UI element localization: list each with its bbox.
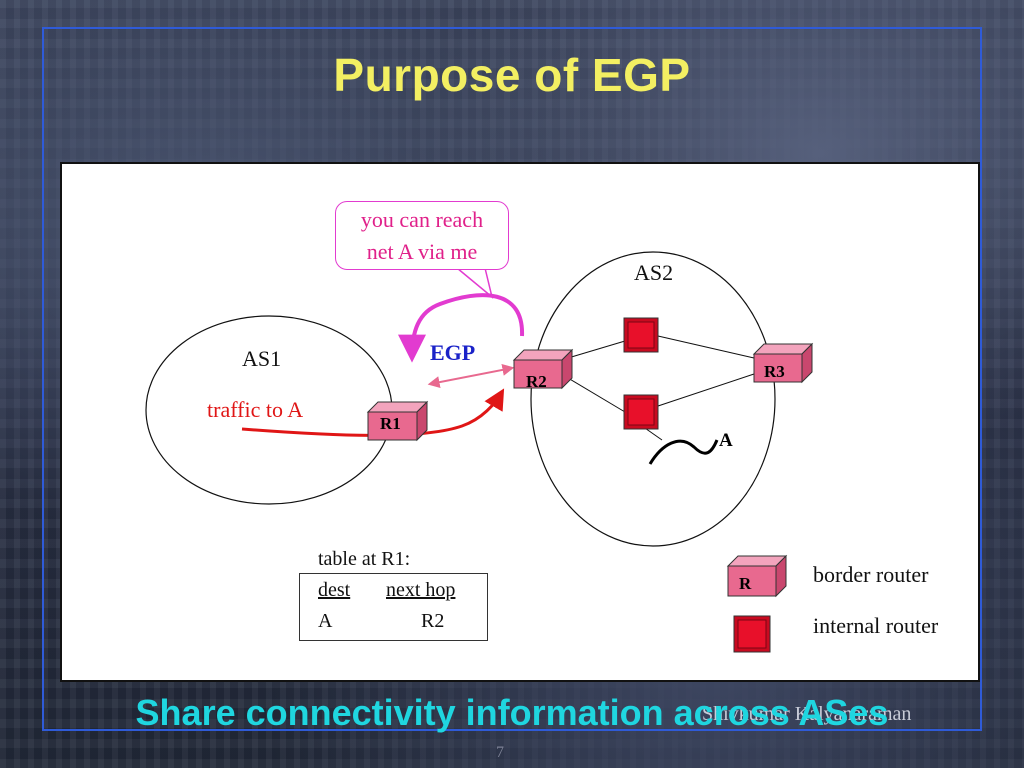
- egp-advert-arrow: [398, 293, 525, 363]
- egp-session-link: [427, 363, 515, 389]
- network-a-label: A: [719, 430, 733, 451]
- internal-router-1: [623, 317, 659, 353]
- traffic-label: traffic to A: [207, 397, 304, 422]
- diagram-canvas: [145, 251, 814, 653]
- slide-page-number: 7: [496, 744, 504, 761]
- route-table-cell-dest: A: [318, 610, 333, 632]
- diagram-panel: you can reach net A via me AS1 AS2 traff…: [60, 162, 980, 682]
- slide-author: Shivkumar Kalyanaraman: [702, 703, 912, 725]
- network-a-squiggle: [648, 439, 719, 465]
- router-r2-label: R2: [526, 372, 547, 391]
- bubble-tail: [456, 267, 494, 300]
- link-r2-i1: [567, 340, 626, 359]
- egp-label: EGP: [430, 340, 476, 365]
- route-table-cell-next-hop: R2: [421, 610, 445, 632]
- router-r3: [752, 342, 814, 384]
- as2-label: AS2: [634, 260, 674, 285]
- route-table-header-dest: dest: [318, 579, 351, 601]
- route-table: dest next hop A R2: [299, 573, 488, 641]
- router-r1-label: R1: [380, 414, 401, 433]
- slide-subtitle: Share connectivity information across AS…: [135, 692, 889, 733]
- legend-border-symbol: R: [739, 574, 752, 593]
- legend-internal-router-label: internal router: [813, 613, 939, 638]
- legend-border-router-label: border router: [813, 562, 929, 587]
- internal-router-2: [623, 394, 659, 430]
- router-r1: [366, 400, 429, 442]
- route-table-caption: table at R1:: [318, 548, 411, 570]
- as1-label: AS1: [242, 346, 282, 371]
- legend-internal-router-icon: [733, 615, 771, 653]
- link-r2-i2: [567, 377, 626, 413]
- as2-cloud: [530, 251, 776, 547]
- bubble-line-2: net A via me: [366, 239, 478, 264]
- router-r3-label: R3: [764, 362, 785, 381]
- route-table-header-next-hop: next hop: [386, 579, 456, 601]
- bubble-line-1: you can reach: [360, 207, 484, 232]
- traffic-arrow: [241, 388, 505, 437]
- slide-title: Purpose of EGP: [333, 49, 691, 101]
- router-r2: [512, 348, 574, 390]
- link-i2-r3: [657, 373, 755, 407]
- legend-border-router-icon: [726, 554, 788, 598]
- egp-speech-bubble: you can reach net A via me: [335, 201, 509, 270]
- link-i1-r3: [657, 335, 755, 359]
